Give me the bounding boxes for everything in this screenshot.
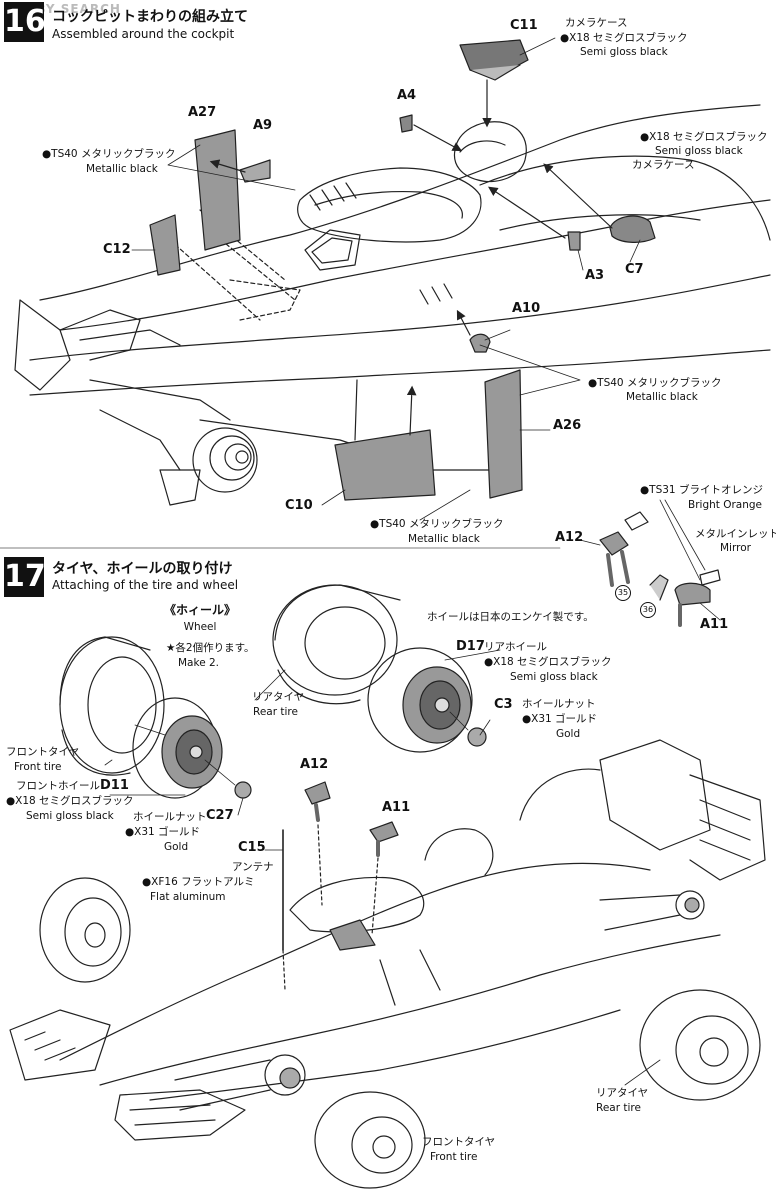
- wheel-heading-en: Wheel: [183, 621, 217, 633]
- c3-name-jp: ホイールナット: [522, 698, 596, 710]
- ts40-left-jp: ●TS40 メタリックブラック: [42, 148, 176, 160]
- d17-paint-en: Semi gloss black: [510, 671, 598, 683]
- front-tire-jp: フロントタイヤ: [6, 746, 80, 758]
- d11-paint-jp: ●X18 セミグロスブラック: [6, 795, 134, 807]
- c7-paint-jp: ●X18 セミグロスブラック: [640, 131, 768, 143]
- c11-paint-en: Semi gloss black: [580, 46, 668, 58]
- front-tire-en: Front tire: [14, 761, 62, 773]
- ts31-paint-en: Bright Orange: [688, 499, 763, 511]
- c15-paint-jp: ●XF16 フラットアルミ: [142, 876, 255, 888]
- part-c15: C15: [238, 840, 266, 855]
- part-c10: C10: [285, 498, 313, 513]
- part-a26: A26: [553, 418, 582, 433]
- part-c3: C3: [494, 697, 513, 712]
- part-c11: C11: [510, 18, 538, 33]
- step16-number: 16: [4, 2, 46, 42]
- c27-paint-jp: ●X31 ゴールド: [125, 826, 201, 838]
- d11-paint-en: Semi gloss black: [26, 810, 114, 822]
- front-tire2-en: Front tire: [430, 1151, 478, 1163]
- part-a11-inset: A11: [700, 617, 729, 632]
- c11-name-jp: カメラケース: [565, 17, 628, 29]
- part-a12-inset: A12: [555, 530, 584, 545]
- c7-paint-en: Semi gloss black: [655, 145, 743, 157]
- step17-title: タイヤ、ホイールの取り付け: [52, 561, 233, 577]
- rear-tire-exploded: [272, 584, 487, 753]
- enkei-note: ホイールは日本のエンケイ製です。: [427, 611, 594, 623]
- ts40-left-en: Metallic black: [86, 163, 158, 175]
- rear-tire2-jp: リアタイヤ: [596, 1087, 649, 1099]
- part-c27: C27: [206, 808, 234, 823]
- ts40-bottom-en: Metallic black: [408, 533, 480, 545]
- step16-title: コックピットまわりの組み立て: [52, 9, 248, 25]
- rear-tire-en: Rear tire: [253, 706, 298, 718]
- d17-paint-jp: ●X18 セミグロスブラック: [484, 656, 612, 668]
- make2-jp: ★各2個作ります。: [166, 642, 255, 654]
- part-c12: C12: [103, 242, 131, 257]
- c27-paint-en: Gold: [164, 841, 189, 853]
- mirror-name-jp: メタルインレット: [695, 528, 776, 540]
- part-a27: A27: [188, 105, 217, 120]
- part-a4: A4: [397, 88, 417, 103]
- make2-en: Make 2.: [178, 657, 220, 669]
- step17-number: 17: [4, 557, 46, 597]
- part-d11: D11: [100, 778, 129, 793]
- ts40-right-jp: ●TS40 メタリックブラック: [588, 377, 722, 389]
- c3-paint-jp: ●X31 ゴールド: [522, 713, 598, 725]
- marker-36: 36: [640, 602, 656, 618]
- ts31-paint-jp: ●TS31 ブライトオレンジ: [640, 484, 763, 496]
- step16-subtitle: Assembled around the cockpit: [52, 27, 235, 41]
- ts40-bottom-jp: ●TS40 メタリックブラック: [370, 518, 504, 530]
- d17-name-jp: リアホイール: [484, 641, 547, 653]
- ts40-right-en: Metallic black: [626, 391, 698, 403]
- part-a11: A11: [382, 800, 411, 815]
- marker-35: 35: [615, 585, 631, 601]
- rear-tire2-en: Rear tire: [596, 1102, 641, 1114]
- c15-paint-en: Flat aluminum: [150, 891, 226, 903]
- part-a12: A12: [300, 757, 329, 772]
- c7-name-jp: カメラケース: [632, 159, 695, 171]
- part-c7: C7: [625, 262, 644, 277]
- part-a10: A10: [512, 301, 541, 316]
- c11-paint-jp: ●X18 セミグロスブラック: [560, 32, 688, 44]
- part-d17: D17: [456, 639, 485, 654]
- rear-tire-jp: リアタイヤ: [252, 691, 305, 703]
- c27-name-jp: ホイールナット: [133, 811, 207, 823]
- mirror-name-en: Mirror: [720, 542, 751, 554]
- part-a3: A3: [585, 268, 605, 283]
- step16-chassis-drawing: [14, 104, 771, 506]
- part-a9: A9: [253, 118, 273, 133]
- c15-name-jp: アンテナ: [232, 861, 274, 873]
- car-assembled-drawing: [9, 739, 766, 1189]
- front-tire-exploded: [59, 636, 252, 799]
- c3-paint-en: Gold: [556, 728, 581, 740]
- step17-subtitle: Attaching of the tire and wheel: [52, 578, 239, 592]
- front-tire2-jp: フロントタイヤ: [422, 1136, 496, 1148]
- d11-name-jp: フロントホイール: [16, 780, 100, 792]
- wheel-heading-jp: 《ホィール》: [163, 603, 236, 617]
